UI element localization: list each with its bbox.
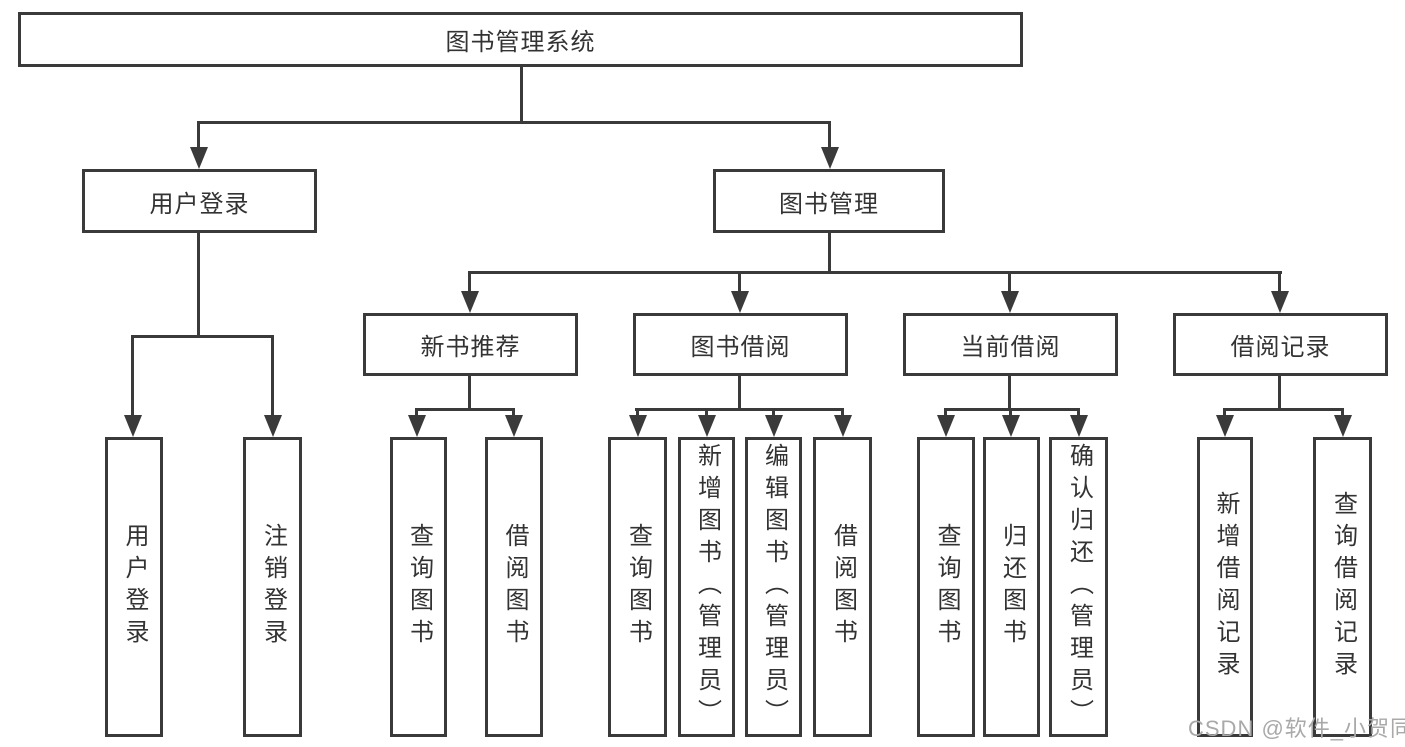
node-query-books-recommend: 查询图书 <box>390 437 447 737</box>
connector-line <box>1008 374 1011 411</box>
connector-line <box>197 121 831 124</box>
arrow-down-icon <box>505 415 523 437</box>
connector-line <box>1223 408 1344 411</box>
node-user-login-leaf: 用户登录 <box>105 437 163 737</box>
arrow-down-icon <box>698 415 716 437</box>
connector-line <box>705 408 708 417</box>
arrow-down-icon <box>190 147 208 169</box>
arrow-down-icon <box>1271 291 1289 313</box>
connector-line <box>1077 408 1080 417</box>
connector-line <box>197 121 200 149</box>
node-borrow-books: 借阅图书 <box>813 437 872 737</box>
arrow-down-icon <box>1002 415 1020 437</box>
node-logout: 注销登录 <box>243 437 302 737</box>
node-borrow-books-recommend: 借阅图书 <box>485 437 543 737</box>
arrow-down-icon <box>765 415 783 437</box>
connector-line <box>944 408 1080 411</box>
node-add-borrow-record: 新增借阅记录 <box>1197 437 1253 737</box>
connector-line <box>635 408 843 411</box>
arrow-down-icon <box>1070 415 1088 437</box>
arrow-down-icon <box>1216 415 1234 437</box>
connector-line <box>271 335 274 417</box>
connector-line <box>468 271 471 293</box>
connector-line <box>1008 271 1011 293</box>
node-current-borrowing: 当前借阅 <box>903 313 1118 376</box>
arrow-down-icon <box>1334 415 1352 437</box>
node-query-books-borrowing: 查询图书 <box>608 437 667 737</box>
connector-line <box>1278 374 1281 411</box>
node-library-management-system: 图书管理系统 <box>18 12 1023 67</box>
connector-line <box>131 335 134 417</box>
connector-line <box>1223 408 1226 417</box>
node-query-books-current: 查询图书 <box>917 437 975 737</box>
connector-line <box>197 233 200 338</box>
connector-line <box>415 408 515 411</box>
connector-line <box>415 408 418 417</box>
connector-line <box>131 335 274 338</box>
connector-line <box>738 374 741 411</box>
connector-line <box>828 121 831 149</box>
node-return-books: 归还图书 <box>983 437 1040 737</box>
connector-line <box>520 65 523 123</box>
connector-line <box>841 408 844 417</box>
node-borrowing-records: 借阅记录 <box>1173 313 1388 376</box>
node-query-borrow-record: 查询借阅记录 <box>1313 437 1372 737</box>
connector-line <box>468 271 1282 274</box>
connector-line <box>772 408 775 417</box>
node-book-borrowing: 图书借阅 <box>633 313 848 376</box>
connector-line <box>1341 408 1344 417</box>
arrow-down-icon <box>461 291 479 313</box>
arrow-down-icon <box>821 147 839 169</box>
node-new-book-recommendation: 新书推荐 <box>363 313 578 376</box>
watermark: CSDN @软件_小贺同学 <box>1188 716 1405 741</box>
connector-line <box>512 408 515 417</box>
connector-line <box>738 271 741 293</box>
connector-line <box>636 408 639 417</box>
arrow-down-icon <box>629 415 647 437</box>
connector-line <box>828 233 831 274</box>
connector-line <box>1278 271 1281 293</box>
node-edit-books-admin: 编辑图书（管理员） <box>745 437 802 737</box>
arrow-down-icon <box>124 415 142 437</box>
connector-line <box>468 374 471 411</box>
arrow-down-icon <box>1001 291 1019 313</box>
node-confirm-return-admin: 确认归还（管理员） <box>1049 437 1108 737</box>
node-user-login: 用户登录 <box>82 169 317 233</box>
node-add-books-admin: 新增图书（管理员） <box>678 437 735 737</box>
node-book-management: 图书管理 <box>713 169 945 233</box>
connector-line <box>1009 408 1012 417</box>
arrow-down-icon <box>408 415 426 437</box>
arrow-down-icon <box>731 291 749 313</box>
connector-line <box>944 408 947 417</box>
arrow-down-icon <box>264 415 282 437</box>
arrow-down-icon <box>834 415 852 437</box>
arrow-down-icon <box>937 415 955 437</box>
